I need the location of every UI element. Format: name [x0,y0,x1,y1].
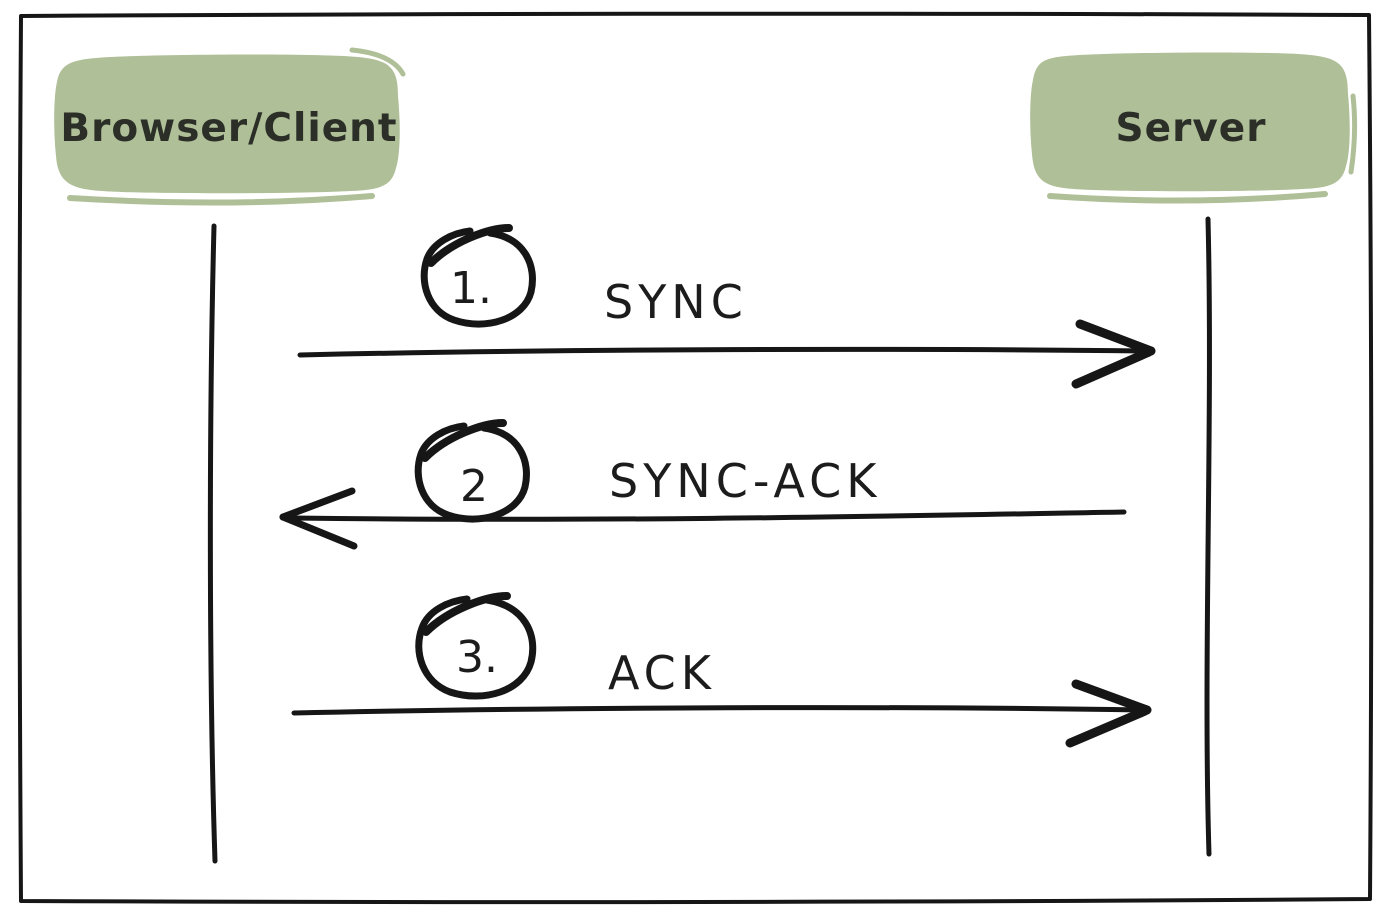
step-circle-1-loop [420,227,536,328]
step-circle-2: 2 [414,419,530,523]
actor-label-client: Browser/Client [60,106,397,151]
lifeline-server [1204,216,1212,857]
step-circle-1-pen-start [427,224,513,267]
step-circle-3-pen-start [422,592,511,636]
step-circle-2-pen-start [421,419,507,462]
message-3-arrowhead-icon [1065,706,1150,748]
lifeline-client [207,223,218,864]
step-number-1: 1. [450,263,492,314]
message-1-arrowhead-icon [1075,319,1156,356]
step-number-2: 2 [460,461,488,512]
outer-border [17,11,1374,905]
step-circle-3-loop [415,595,537,700]
message-2: 2 SYNC-ACK [279,419,1127,550]
step-number-3: 3. [456,632,498,683]
actor-client: Browser/Client [54,47,406,206]
message-1: 1. SYNC [297,224,1156,389]
message-2-label: SYNC-ACK [609,454,881,508]
message-1-arrow-line [297,346,1149,358]
actor-box-server-sketch-stroke-right [1348,93,1358,175]
message-1-arrowhead-icon [1071,347,1154,389]
message-2-arrowhead-icon [279,487,356,521]
actor-box-client [54,54,400,194]
step-circle-3: 3. [415,592,537,700]
message-2-arrow-line [289,509,1127,522]
actor-box-client-sketch-stroke-top [349,47,406,77]
message-2-arrowhead-icon [279,513,358,550]
actor-box-server-sketch-stroke [1047,191,1328,204]
message-3-arrowhead-icon [1071,679,1152,715]
message-3-arrow-line [291,705,1145,716]
actor-label-server: Server [1116,106,1267,151]
message-3-label: ACK [608,646,716,700]
step-circle-1: 1. [420,224,536,328]
actor-box-server [1030,52,1350,192]
actor-box-client-sketch-stroke [67,193,375,206]
actor-server: Server [1030,52,1358,204]
message-1-label: SYNC [604,275,748,329]
message-3: 3. ACK [291,592,1152,748]
step-circle-2-loop [414,422,530,523]
